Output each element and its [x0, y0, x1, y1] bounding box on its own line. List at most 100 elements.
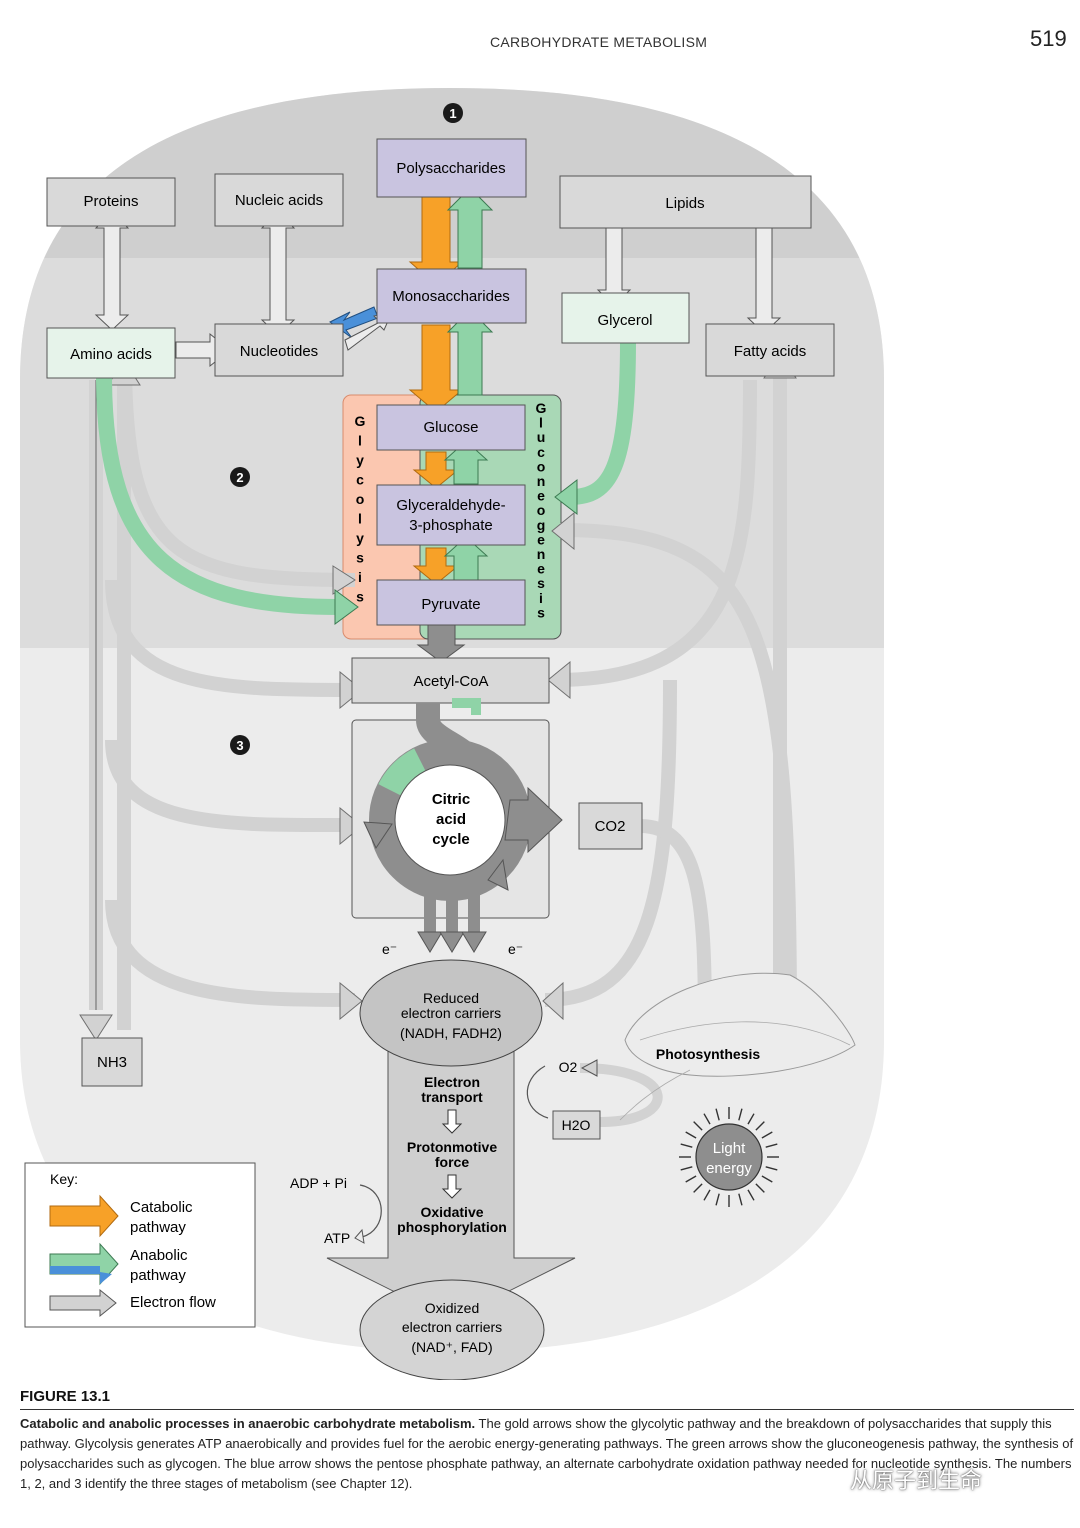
box-fatty-acids: Fatty acids — [705, 323, 835, 377]
svg-text:(NADH, FADH2): (NADH, FADH2) — [400, 1025, 502, 1041]
svg-text:transport: transport — [421, 1089, 483, 1105]
stage-1-marker: 1 — [443, 103, 463, 123]
caption-text: The gold arrows show the glycolytic path… — [20, 1416, 1074, 1491]
svg-text:ATP: ATP — [324, 1230, 350, 1246]
sun-ray — [761, 1175, 773, 1183]
svg-text:acid: acid — [436, 811, 466, 828]
glyco-letters-letter: l — [358, 511, 362, 527]
sun-ray — [685, 1131, 697, 1139]
legend-key: Key: Catabolic pathway Anabolic pathway … — [24, 1162, 256, 1328]
oxidized-electron-carriers: Oxidized electron carriers (NAD⁺, FAD) — [359, 1279, 545, 1380]
leaf-photosynthesis: Photosynthesis — [619, 972, 856, 1121]
box-h2o — [552, 1110, 601, 1140]
glyco-letters-letter: l — [358, 433, 362, 449]
svg-text:1: 1 — [449, 106, 456, 121]
glyco-letters-letter: i — [358, 569, 362, 585]
sun-ray — [765, 1166, 778, 1171]
metabolism-diagram: 1 2 3 — [20, 88, 884, 1380]
electron-transport-stem: Electron transport Protonmotive force Ox… — [326, 1039, 576, 1321]
svg-text:Polysaccharides: Polysaccharides — [396, 160, 505, 177]
page-number: 519 — [1030, 26, 1067, 51]
svg-text:Nucleotides: Nucleotides — [240, 343, 318, 360]
svg-text:(NAD⁺, FAD): (NAD⁺, FAD) — [411, 1339, 492, 1355]
figure-caption: Catabolic and anabolic processes in anae… — [20, 1414, 1074, 1494]
svg-text:phosphorylation: phosphorylation — [397, 1219, 507, 1235]
box-monosaccharides: Monosaccharides — [376, 268, 527, 324]
svg-text:cycle: cycle — [432, 831, 470, 848]
electron-left-label: e⁻ — [382, 941, 397, 957]
svg-text:3-phosphate: 3-phosphate — [409, 517, 492, 534]
gluco-letters-letter: e — [537, 531, 545, 547]
svg-text:H2O: H2O — [562, 1117, 591, 1133]
svg-text:Proteins: Proteins — [83, 193, 138, 210]
gluco-letters-letter: G — [536, 400, 547, 416]
box-nh3: NH3 — [81, 1037, 143, 1087]
gluco-letters-letter: n — [537, 473, 546, 489]
svg-text:Fatty acids: Fatty acids — [734, 343, 807, 360]
figure-caption-block: FIGURE 13.1 Catabolic and anabolic proce… — [20, 1388, 1074, 1494]
gluco-letters-letter: o — [537, 502, 546, 518]
glyco-letters-letter: c — [356, 472, 364, 488]
svg-text:Protonmotive: Protonmotive — [407, 1139, 497, 1155]
svg-text:Catabolic: Catabolic — [130, 1199, 193, 1216]
stage-3-marker: 3 — [230, 735, 250, 755]
glyco-letters-letter: s — [356, 550, 364, 566]
svg-text:Amino acids: Amino acids — [70, 346, 152, 363]
gluco-letters-letter: g — [537, 517, 546, 533]
double-arrows-top — [94, 211, 782, 336]
sun-ray — [715, 1108, 720, 1121]
running-title: CARBOHYDRATE METABOLISM — [490, 34, 708, 50]
stage-2-marker: 2 — [230, 467, 250, 487]
anabolic-curves — [96, 339, 636, 625]
electron-right-label: e⁻ — [508, 941, 523, 957]
glyco-letters-letter: y — [356, 452, 364, 468]
reduced-electron-carriers: Reduced electron carriers (NADH, FADH2) — [359, 959, 543, 1067]
citric-acid-cycle: Citric acid cycle — [351, 698, 563, 953]
box-co2: CO2 — [578, 802, 643, 850]
glyco-letters-letter: y — [356, 530, 364, 546]
caption-bold: Catabolic and anabolic processes in anae… — [20, 1416, 476, 1431]
svg-text:energy: energy — [706, 1160, 752, 1177]
svg-text:Nucleic acids: Nucleic acids — [235, 192, 323, 209]
svg-text:Reduced: Reduced — [423, 990, 479, 1006]
svg-text:NH3: NH3 — [97, 1054, 127, 1071]
sun-ray — [703, 1189, 711, 1201]
svg-text:Light: Light — [713, 1140, 746, 1157]
sun-ray — [755, 1183, 765, 1193]
svg-text:Pyruvate: Pyruvate — [421, 596, 480, 613]
sun-ray — [680, 1143, 693, 1148]
svg-text:Oxidized: Oxidized — [425, 1300, 479, 1316]
figure-label: FIGURE 13.1 — [20, 1388, 1074, 1410]
svg-text:Acetyl-CoA: Acetyl-CoA — [413, 673, 488, 690]
gluco-letters-letter: s — [537, 575, 545, 591]
svg-text:Monosaccharides: Monosaccharides — [392, 288, 510, 305]
oxygen-water-loop: H2O O2 — [526, 1059, 663, 1140]
svg-text:Glucose: Glucose — [423, 419, 478, 436]
gluco-letters-letter: c — [537, 444, 545, 460]
key-catabolic-swatch — [49, 1194, 119, 1238]
sun-ray — [693, 1121, 703, 1131]
gluco-letters-letter: l — [539, 415, 543, 431]
sun-ray — [747, 1189, 755, 1201]
svg-text:Key:: Key: — [50, 1171, 78, 1187]
box-pyruvate: Pyruvate — [376, 579, 526, 626]
svg-text:Anabolic: Anabolic — [130, 1247, 188, 1264]
svg-text:2: 2 — [236, 470, 243, 485]
box-glyceraldehyde-3-phosphate: Glyceraldehyde- 3-phosphate — [376, 484, 526, 546]
svg-text:CO2: CO2 — [595, 818, 626, 835]
o2-label: O2 — [559, 1059, 578, 1075]
box-nucleotides: Nucleotides — [214, 323, 344, 377]
key-electron-swatch — [49, 1288, 117, 1318]
box-proteins: Proteins — [46, 177, 176, 227]
sun-ray — [747, 1113, 755, 1125]
svg-text:Photosynthesis: Photosynthesis — [656, 1046, 760, 1062]
svg-text:3: 3 — [236, 738, 243, 753]
gluco-letters-letter: n — [537, 546, 546, 562]
sun-ray — [755, 1121, 765, 1131]
svg-text:ADP + Pi: ADP + Pi — [290, 1175, 347, 1191]
gluco-letters-letter: e — [537, 561, 545, 577]
svg-text:pathway: pathway — [130, 1267, 186, 1284]
light-energy-sun: Light energy — [679, 1107, 779, 1207]
electron-flow-arrows — [89, 359, 797, 1031]
